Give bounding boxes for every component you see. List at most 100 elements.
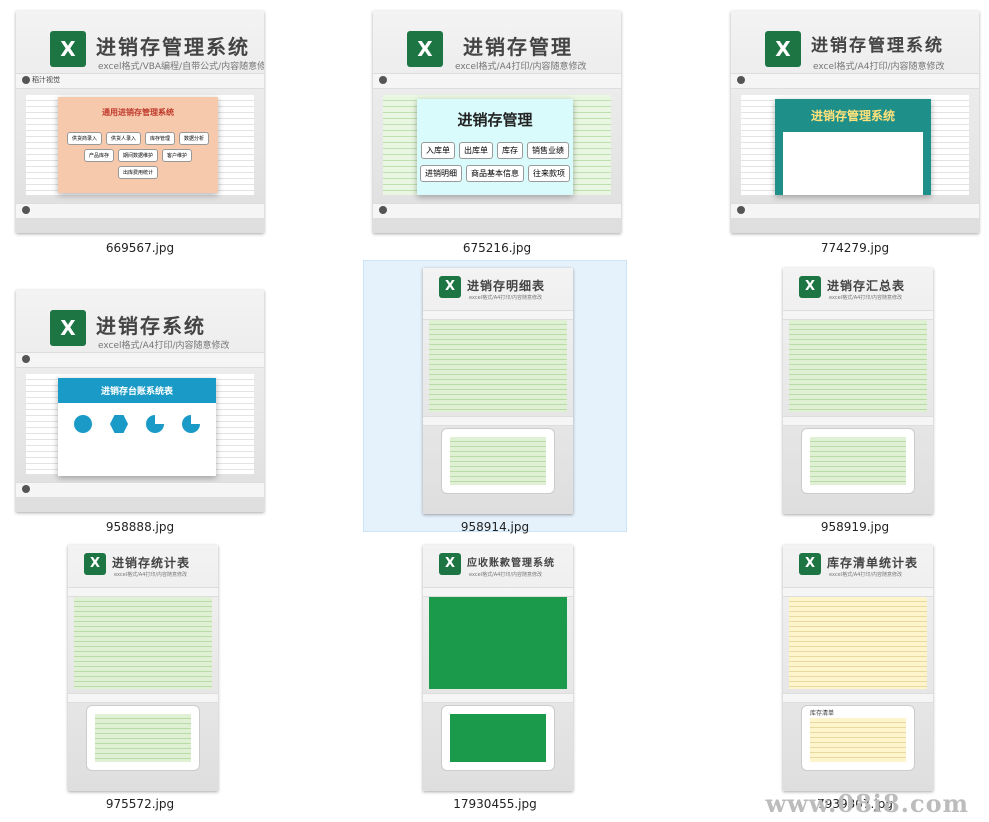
hexagon-icon: [110, 415, 128, 433]
thumbnail-title: 进销存系统: [96, 314, 206, 338]
thumbnail-item[interactable]: X 库存清单统计表 excel格式/A4打印/内容随意修改 库存清单 79393…: [731, 545, 979, 811]
thumbnail-subtitle: excel格式/A4打印/内容随意修改: [829, 572, 903, 578]
file-name: 7939307.jpg: [817, 797, 893, 811]
thumbnail-item[interactable]: X 进销存统计表 excel格式/A4打印/内容随意修改 975572.jpg: [16, 545, 264, 811]
menu-button: 出库单: [459, 142, 493, 159]
file-name: 958919.jpg: [820, 520, 890, 534]
brand-strip: [16, 352, 264, 368]
thumbnail-item[interactable]: X 进销存管理 excel格式/A4打印/内容随意修改 进销存管理 入库单 出库…: [373, 11, 621, 255]
thumbnail-title: 进销存明细表: [467, 279, 546, 293]
site-watermark: www.08i8.com: [765, 789, 969, 818]
thumbnail-image[interactable]: X 进销存管理系统 excel格式/A4打印/内容随意修改 进销存管理系统: [731, 11, 979, 233]
thumbnail-image[interactable]: X 库存清单统计表 excel格式/A4打印/内容随意修改 库存清单: [783, 545, 933, 791]
file-name: 17930455.jpg: [453, 797, 537, 811]
excel-icon: X: [50, 310, 86, 346]
thumbnail-title: 进销存统计表: [112, 556, 191, 570]
brand-strip: 稻汁视觉: [16, 73, 264, 89]
brand-strip: [783, 310, 933, 320]
brand-strip: [783, 416, 933, 426]
thumbnail-image[interactable]: X 应收账款管理系统 excel格式/A4打印/内容随意修改: [423, 545, 573, 791]
brand-text: 稻汁视觉: [32, 76, 60, 84]
brand-logo-icon: [737, 76, 745, 84]
thumbnail-title: 进销存管理: [463, 35, 573, 59]
panel-title: 进销存管理系统: [810, 109, 895, 123]
thumbnail-title: 进销存管理系统: [811, 36, 944, 56]
thumbnail-item[interactable]: X 进销存管理系统 excel格式/VBA编程/自带公式/内容随意修改 稻汁视觉…: [16, 11, 264, 255]
menu-button: 库存: [497, 142, 523, 159]
sheet-preview: [789, 320, 927, 412]
thumbnail-image[interactable]: X 进销存管理系统 excel格式/VBA编程/自带公式/内容随意修改 稻汁视觉…: [16, 11, 264, 233]
excel-icon: X: [799, 276, 821, 298]
menu-button: 商品基本信息: [466, 165, 524, 182]
brand-strip: [731, 203, 979, 219]
sheet-preview: [74, 597, 212, 689]
thumbnail-title: 进销存管理系统: [96, 35, 250, 59]
menu-button: 入库单: [421, 142, 455, 159]
excel-icon: X: [50, 31, 86, 67]
thumbnail-image[interactable]: X 进销存统计表 excel格式/A4打印/内容随意修改: [68, 545, 218, 791]
thumbnail-banner: X 进销存统计表 excel格式/A4打印/内容随意修改: [68, 545, 218, 589]
thumbnail-title: 进销存汇总表: [827, 279, 906, 293]
menu-panel: 进销存管理系统: [775, 99, 931, 195]
excel-icon: X: [799, 553, 821, 575]
panel-title: 进销存台账系统表: [58, 378, 216, 403]
thumbnail-subtitle: excel格式/A4打印/内容随意修改: [455, 62, 587, 72]
thumbnail-image[interactable]: X 进销存管理 excel格式/A4打印/内容随意修改 进销存管理 入库单 出库…: [373, 11, 621, 233]
brand-strip: [423, 416, 573, 426]
tablet-preview: [801, 428, 915, 494]
thumbnail-subtitle: excel格式/A4打印/内容随意修改: [829, 295, 903, 301]
thumbnail-title: 应收账款管理系统: [467, 558, 555, 569]
brand-logo-icon: [22, 206, 30, 214]
sheet-preview: [429, 320, 567, 412]
brand-logo-icon: [22, 485, 30, 493]
file-name: 958888.jpg: [105, 520, 175, 534]
menu-button: 期间数据维护: [117, 149, 158, 162]
file-name: 958914.jpg: [460, 520, 530, 534]
pie-icon: [182, 415, 200, 433]
menu-button: 进销明细: [420, 165, 462, 182]
brand-strip: [373, 73, 621, 89]
file-name: 774279.jpg: [820, 241, 890, 255]
tablet-preview: 库存清单: [801, 705, 915, 771]
brand-logo-icon: [379, 206, 387, 214]
thumbnail-item[interactable]: X 进销存系统 excel格式/A4打印/内容随意修改 进销存台账系统表 958…: [16, 290, 264, 534]
thumbnail-subtitle: excel格式/A4打印/内容随意修改: [114, 572, 188, 578]
brand-strip: [16, 482, 264, 498]
brand-strip: [783, 693, 933, 703]
file-name: 675216.jpg: [462, 241, 532, 255]
thumbnail-subtitle: excel格式/A4打印/内容随意修改: [813, 62, 945, 72]
circle-icon: [74, 415, 92, 433]
thumbnail-banner: X 进销存管理系统 excel格式/VBA编程/自带公式/内容随意修改: [16, 11, 264, 89]
brand-strip: [423, 693, 573, 703]
excel-icon: X: [765, 31, 801, 67]
thumbnail-image[interactable]: X 进销存明细表 excel格式/A4打印/内容随意修改: [423, 268, 573, 514]
excel-icon: X: [439, 276, 461, 298]
tablet-preview: [86, 705, 200, 771]
brand-strip: [373, 203, 621, 219]
panel-title: 库存清单: [810, 710, 835, 717]
excel-icon: X: [407, 31, 443, 67]
thumbnail-item[interactable]: X 进销存管理系统 excel格式/A4打印/内容随意修改 进销存管理系统 77…: [731, 11, 979, 255]
panel-title: 通用进销存管理系统: [102, 108, 174, 117]
thumbnail-subtitle: excel格式/A4打印/内容随意修改: [98, 341, 230, 351]
menu-button: 销售业绩: [527, 142, 569, 159]
brand-strip: [16, 203, 264, 219]
thumbnail-image[interactable]: X 进销存汇总表 excel格式/A4打印/内容随意修改: [783, 268, 933, 514]
thumbnail-item[interactable]: X 应收账款管理系统 excel格式/A4打印/内容随意修改 17930455.…: [371, 545, 619, 811]
thumbnail-title: 库存清单统计表: [827, 556, 919, 570]
thumbnail-banner: X 进销存系统 excel格式/A4打印/内容随意修改: [16, 290, 264, 368]
thumbnail-subtitle: excel格式/A4打印/内容随意修改: [469, 295, 543, 301]
menu-button: 供货商录入: [66, 132, 102, 145]
pie-icon: [146, 415, 164, 433]
brand-strip: [68, 693, 218, 703]
thumbnail-subtitle: excel格式/A4打印/内容随意修改: [469, 572, 543, 578]
menu-button: 供货人录入: [105, 132, 141, 145]
thumbnail-item-selected[interactable]: X 进销存明细表 excel格式/A4打印/内容随意修改 958914.jpg: [363, 260, 627, 534]
thumbnail-banner: X 进销存管理 excel格式/A4打印/内容随意修改: [373, 11, 621, 89]
thumbnail-item[interactable]: X 进销存汇总表 excel格式/A4打印/内容随意修改 958919.jpg: [731, 268, 979, 534]
thumbnail-image[interactable]: X 进销存系统 excel格式/A4打印/内容随意修改 进销存台账系统表: [16, 290, 264, 512]
brand-strip: [731, 73, 979, 89]
panel-title: 进销存管理: [457, 111, 533, 129]
menu-button: 产品库存: [83, 149, 114, 162]
